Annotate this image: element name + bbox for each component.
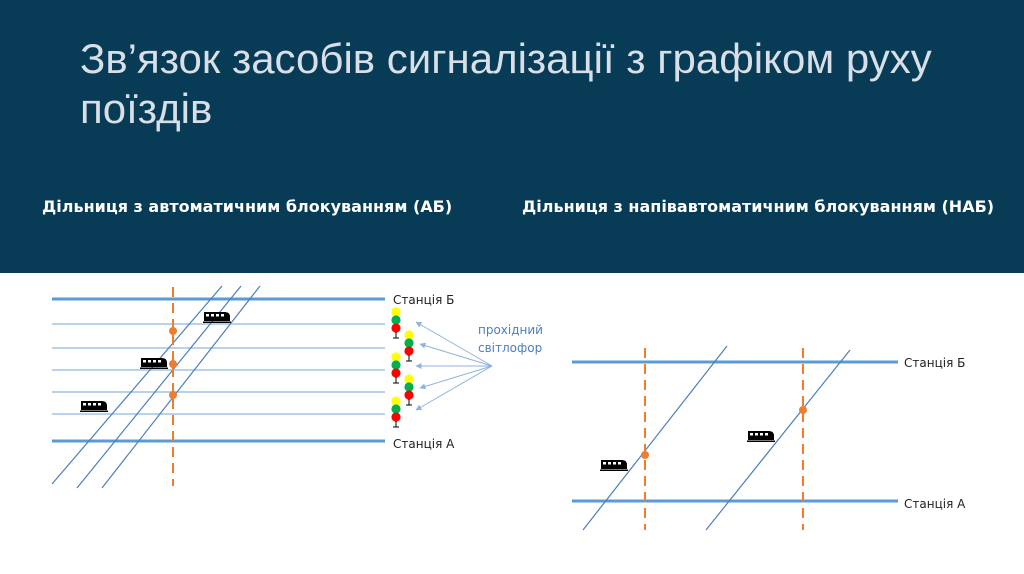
signal-annotation-line2: світлофор: [478, 341, 542, 355]
signal-annotation-line1: прохідний: [478, 323, 543, 337]
nab-station-b-label: Станція Б: [904, 356, 965, 370]
signal-arrows: [415, 321, 493, 411]
nab-train-paths: [582, 345, 851, 531]
nab-boundary-point: [799, 406, 807, 414]
traffic-signal-icon: [403, 374, 415, 406]
traffic-signal-icon: [403, 330, 415, 362]
traffic-signal-icon: [390, 396, 402, 428]
ab-boundary-point: [169, 360, 177, 368]
ab-station-b-label: Станція Б: [393, 293, 454, 307]
train-icon: [747, 431, 775, 442]
subtitle-nab: Дільниця з напівавтоматичним блокуванням…: [522, 197, 995, 216]
page-title: Зв’язок засобів сигналізації з графіком …: [80, 35, 932, 132]
traffic-signal-icon: [390, 352, 402, 384]
train-icon: [140, 358, 168, 369]
ab-boundary-point: [169, 327, 177, 335]
train-icon: [203, 312, 231, 323]
header-banner: Зв’язок засобів сигналізації з графіком …: [0, 0, 1024, 273]
ab-boundary-point: [169, 391, 177, 399]
nab-station-a-label: Станція А: [904, 497, 966, 511]
train-icon: [600, 460, 628, 471]
train-icon: [80, 401, 108, 412]
nab-boundary-point: [641, 451, 649, 459]
subtitle-ab: Дільниця з автоматичним блокуванням (АБ): [42, 197, 453, 216]
ab-block-lines: [52, 323, 385, 415]
ab-diagram: Станція Б Станція А прохідний світлофор: [51, 285, 543, 489]
nab-diagram: Станція Б Станція А: [572, 345, 966, 531]
traffic-signal-icon: [390, 307, 402, 339]
ab-station-a-label: Станція А: [393, 437, 455, 451]
